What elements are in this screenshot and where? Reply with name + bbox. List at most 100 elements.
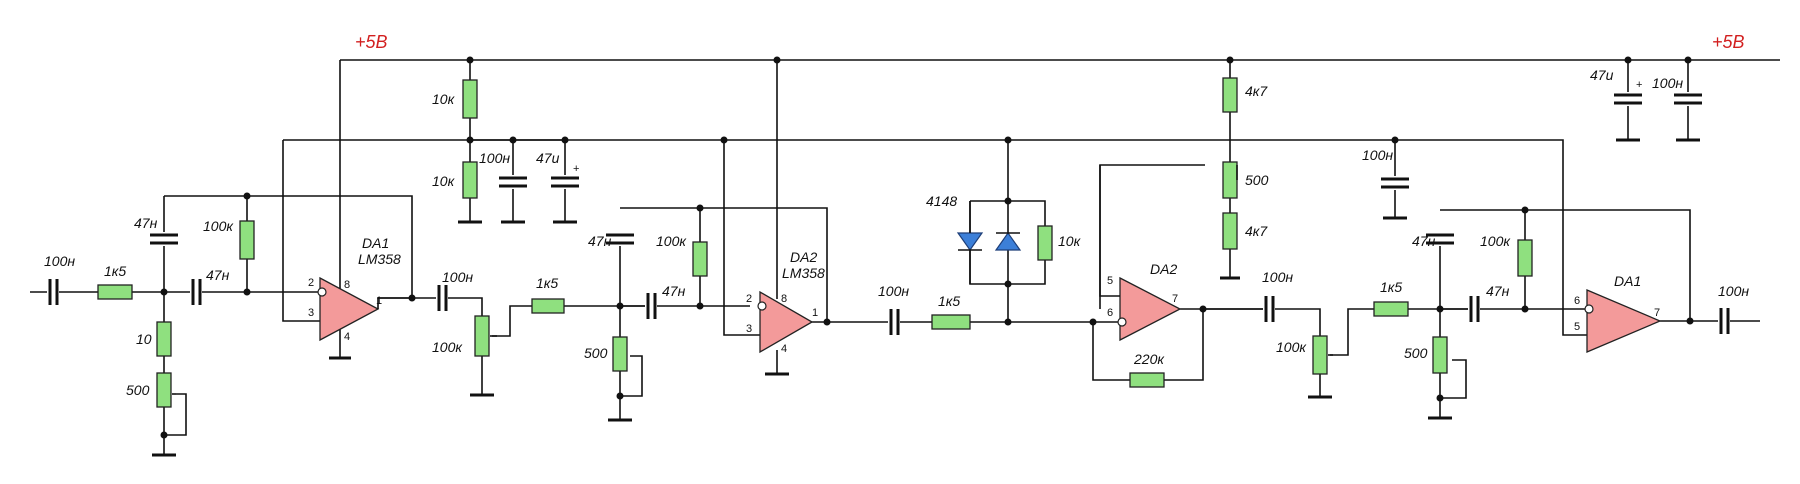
label-c100-1: 100н [442, 269, 473, 285]
capacitor-47n-5 [1426, 232, 1454, 246]
label-c100-output: 100н [1718, 283, 1749, 299]
pin-label: 5 [1107, 275, 1113, 287]
opamp-da2-stage2: 2 3 1 8 4 DA2 LM358 [746, 249, 825, 355]
label-c100-supply: 100н [1652, 75, 1683, 91]
resistor-1k5-4 [1373, 301, 1409, 317]
resistor-100k-1 [239, 220, 255, 260]
label-r500-2: 500 [584, 345, 608, 361]
junction-dot [616, 302, 624, 310]
junctions [160, 56, 1694, 439]
component-labels: 100н 1к5 47н 47н 100к 10 500 100н 100к 1… [44, 67, 1749, 398]
pin-label: 7 [1654, 307, 1660, 319]
resistor-10 [156, 321, 172, 357]
resistor-100k-3 [1517, 239, 1533, 277]
label-r220k: 220к [1133, 351, 1165, 367]
junction-dot [1004, 197, 1012, 205]
pin-label: 6 [1107, 307, 1113, 319]
label-r1k5-3: 1к5 [938, 293, 960, 309]
label-c100-3: 100н [1262, 269, 1293, 285]
label-r100k-1: 100к [203, 218, 234, 234]
opamp-part: LM358 [782, 265, 825, 281]
diode-down [956, 232, 984, 252]
label-c47-4: 47н [662, 283, 686, 299]
opamp-da1-stage1: 2 3 1 8 4 DA1 LM358 [308, 235, 401, 343]
capacitor-47n-2 [190, 278, 202, 306]
label-r10k-diode: 10к [1058, 233, 1082, 249]
junction-dot [1436, 305, 1444, 313]
capacitor-47n-6 [1468, 295, 1480, 323]
stage1-out-wire [377, 297, 412, 309]
pin-label: 7 [1172, 293, 1178, 305]
capacitor-47n-1 [150, 232, 178, 246]
label-c47-3: 47н [588, 233, 612, 249]
junction-dot [1004, 280, 1012, 288]
resistor-10k-diode [1037, 225, 1053, 261]
resistor-500-3 [1432, 336, 1448, 374]
label-c47u-divider: 47u [536, 150, 560, 166]
capacitor-100n-1 [436, 284, 448, 312]
resistor-500-1 [156, 372, 172, 408]
label-r1k5-4: 1к5 [1380, 279, 1402, 295]
junction-dot [466, 136, 474, 144]
junction-dot [1226, 56, 1234, 64]
label-pot100k-1: 100к [432, 339, 463, 355]
resistors [97, 77, 1533, 408]
junction-dot [1089, 318, 1097, 326]
label-pot500: 500 [1245, 172, 1269, 188]
capacitor-100n-output [1718, 307, 1730, 335]
pin-label: 1 [812, 307, 818, 319]
capacitor-100n-2 [888, 308, 900, 336]
junction-dot [509, 136, 517, 144]
diode-pair [956, 201, 1022, 284]
pin-label: 8 [781, 293, 787, 305]
grounds [152, 138, 1700, 457]
opamp-part: LM358 [358, 251, 401, 267]
pin-label: 4 [781, 343, 787, 355]
resistor-500-2 [612, 336, 628, 372]
junction-dot [1436, 394, 1444, 402]
label-c-in: 100н [44, 253, 75, 269]
resistor-10k-bottom [462, 161, 478, 199]
pin-label: 1 [376, 295, 382, 307]
junction-dot [696, 204, 704, 212]
resistor-220k [1129, 372, 1165, 388]
label-pot100k-2: 100к [1276, 339, 1307, 355]
label-diode: 4148 [926, 193, 957, 209]
junction-dot [1391, 136, 1399, 144]
capacitor-47n-3 [606, 232, 634, 246]
label-c47-5: 47н [1412, 233, 1436, 249]
label-r100k-2: 100к [656, 233, 687, 249]
pot-100k-1 [474, 315, 490, 357]
label-r500-1: 500 [126, 382, 150, 398]
resistor-4k7-bottom [1222, 212, 1238, 250]
label-r1k5-2: 1к5 [536, 275, 558, 291]
label-r4k7-bottom: 4к7 [1245, 223, 1268, 239]
junction-dot [160, 431, 168, 439]
junction-dot [823, 318, 831, 326]
resistor-1k5-input [97, 284, 133, 300]
rail-label-right: +5B [1712, 32, 1745, 52]
resistor-4k7-top [1222, 77, 1238, 113]
resistor-10k-top [462, 79, 478, 119]
junction-dot [1199, 305, 1207, 313]
junction-dot [1684, 56, 1692, 64]
label-r500-3: 500 [1404, 345, 1428, 361]
pin-label: 3 [746, 323, 752, 335]
capacitor-100n-decoupling [1381, 176, 1409, 190]
opamp-name: DA2 [1150, 261, 1177, 277]
opamp-name: DA2 [790, 249, 817, 265]
opamp-da1-stage4: 6 5 7 DA1 [1574, 273, 1662, 353]
label-c47-6: 47н [1486, 283, 1510, 299]
opamp-da2-stage3: 5 6 7 DA2 [1107, 261, 1182, 342]
label-r10k-bottom: 10к [432, 173, 456, 189]
capacitor-47u-divider [551, 175, 579, 189]
junction-dot [1004, 136, 1012, 144]
label-r100k-3: 100к [1480, 233, 1511, 249]
label-r-in: 1к5 [104, 263, 126, 279]
capacitor-47u-supply [1614, 92, 1642, 106]
capacitor-100n-input [47, 278, 59, 306]
label-c100-divider: 100н [479, 150, 510, 166]
label-r4k7-top: 4к7 [1245, 83, 1268, 99]
capacitor-100n-supply [1674, 92, 1702, 106]
opamp-name: DA1 [1614, 273, 1641, 289]
